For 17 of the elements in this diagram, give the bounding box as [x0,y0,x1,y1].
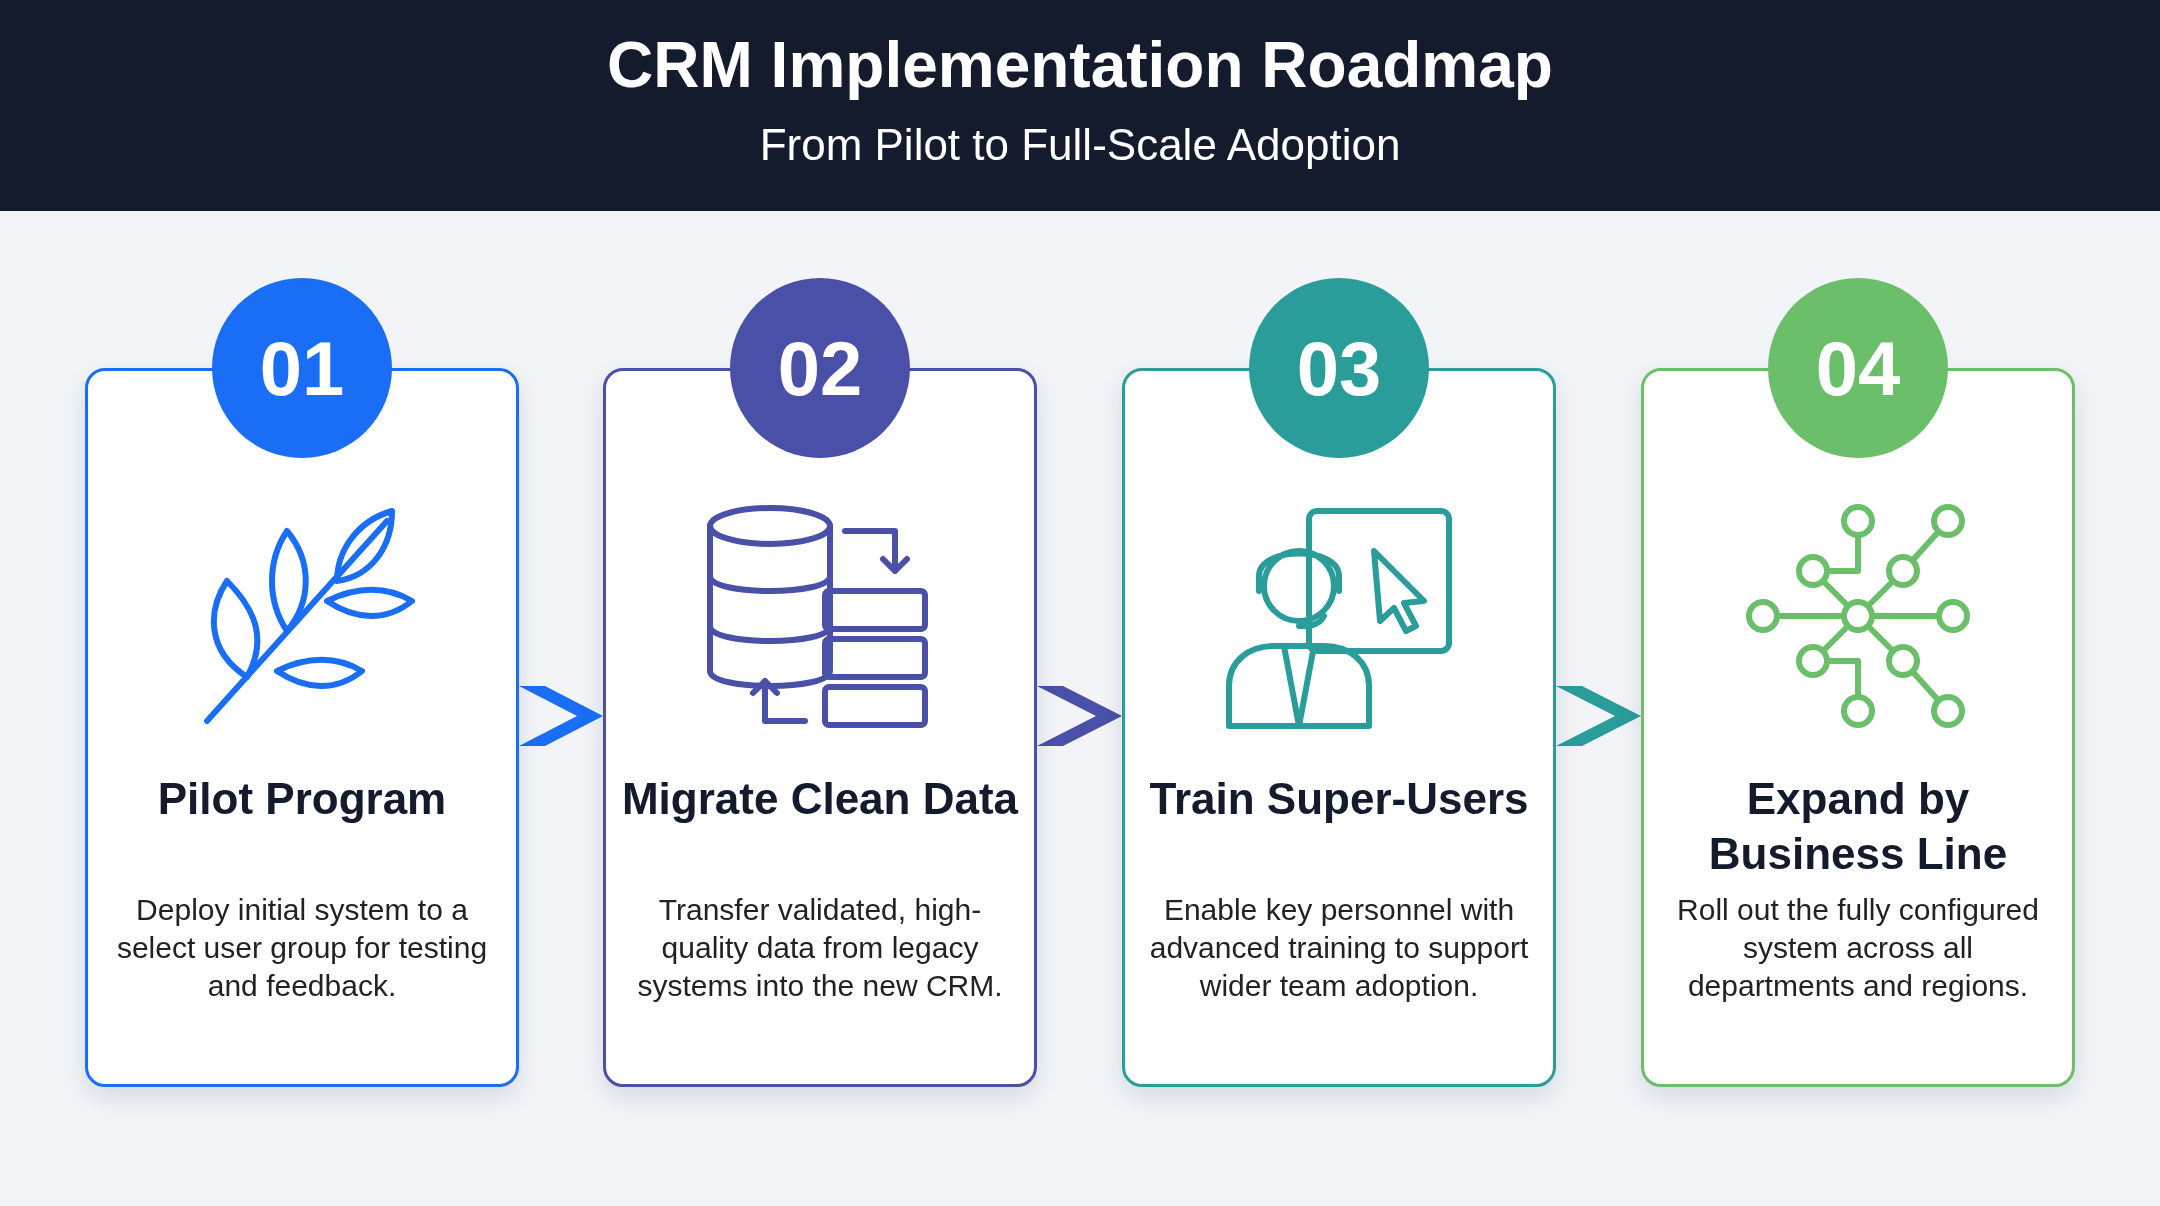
step-title: Train Super-Users [1148,773,1530,825]
step-description: Enable key personnel with advanced training to support wider team adoption. [1148,892,1530,1004]
step-title: Expand by Business Line [1707,773,2009,880]
step-title: Migrate Clean Data [620,773,1020,825]
title: CRM Implementation Roadmap [606,28,1554,102]
step-description: Deploy initial system to a select user group for testing and feedback. [115,892,489,1004]
step-number: 01 [212,278,392,458]
chevron-arrow [519,686,603,746]
chevron-arrow [1556,686,1641,746]
step-number: 03 [1249,278,1429,458]
step-number: 04 [1768,278,1948,458]
step-description: Roll out the fully configured system across all departments and regions. [1676,892,2040,1004]
step-description: Transfer validated, high-quality data from legacy systems into the new CRM. [636,892,1004,1004]
subtitle: From Pilot to Full-Scale Adoption [758,120,1402,170]
step-title: Pilot Program [156,773,448,825]
chevron-arrow [1037,686,1122,746]
step-number: 02 [730,278,910,458]
